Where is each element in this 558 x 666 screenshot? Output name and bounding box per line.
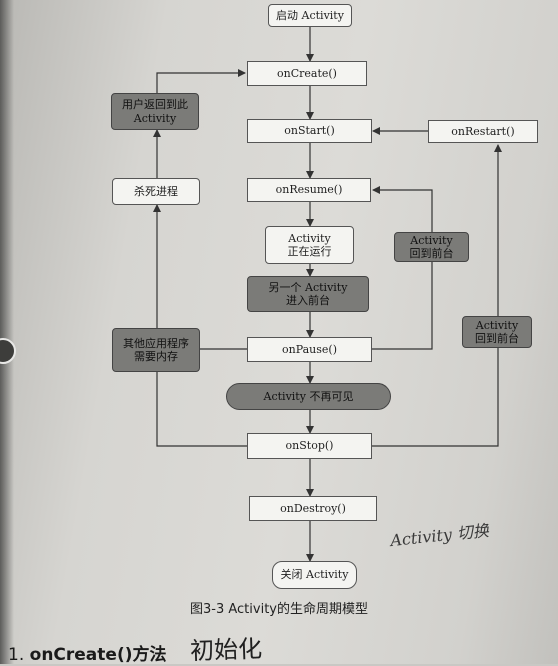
activity-not-visible-node: Activity 不再可见 (226, 383, 391, 410)
onresume-node: onResume() (247, 178, 371, 202)
page-gutter-shadow (0, 0, 14, 664)
line-onstop-to-front2 (372, 348, 499, 447)
line-onpause-to-front1 (372, 262, 433, 350)
kill-process-node: 杀死进程 (112, 178, 200, 205)
ondestroy-node: onDestroy() (249, 496, 377, 521)
binding-ring (0, 338, 16, 364)
shutdown-activity-node: 关闭 Activity (272, 561, 357, 589)
another-activity-node: 另一个 Activity 进入前台 (247, 276, 369, 312)
arrow-user-return-to-oncreate (156, 69, 246, 93)
activity-running-node: Activity 正在运行 (265, 226, 354, 264)
line-onstop-to-memory (156, 372, 247, 447)
back-to-front-node-1: Activity 回到前台 (394, 232, 469, 262)
user-returns-node: 用户返回到此 Activity (111, 93, 199, 130)
onrestart-node: onRestart() (428, 120, 538, 143)
arrow-front1-to-onresume (372, 186, 433, 232)
section-heading: 1. onCreate()方法 (8, 640, 166, 665)
onstart-node: onStart() (247, 119, 372, 143)
section-title: onCreate()方法 (29, 645, 167, 665)
handwritten-annotation: 初始化 (189, 634, 263, 666)
start-activity-node: 启动 Activity (268, 4, 352, 27)
onpause-node: onPause() (247, 337, 372, 362)
section-number: 1. (8, 645, 25, 665)
figure-caption: 图3-3 Activity的生命周期模型 (190, 602, 368, 617)
other-app-needs-memory-node: 其他应用程序 需要内存 (112, 328, 200, 372)
back-to-front-node-2: Activity 回到前台 (462, 316, 532, 348)
oncreate-node: onCreate() (247, 61, 367, 86)
onstop-node: onStop() (247, 433, 372, 459)
